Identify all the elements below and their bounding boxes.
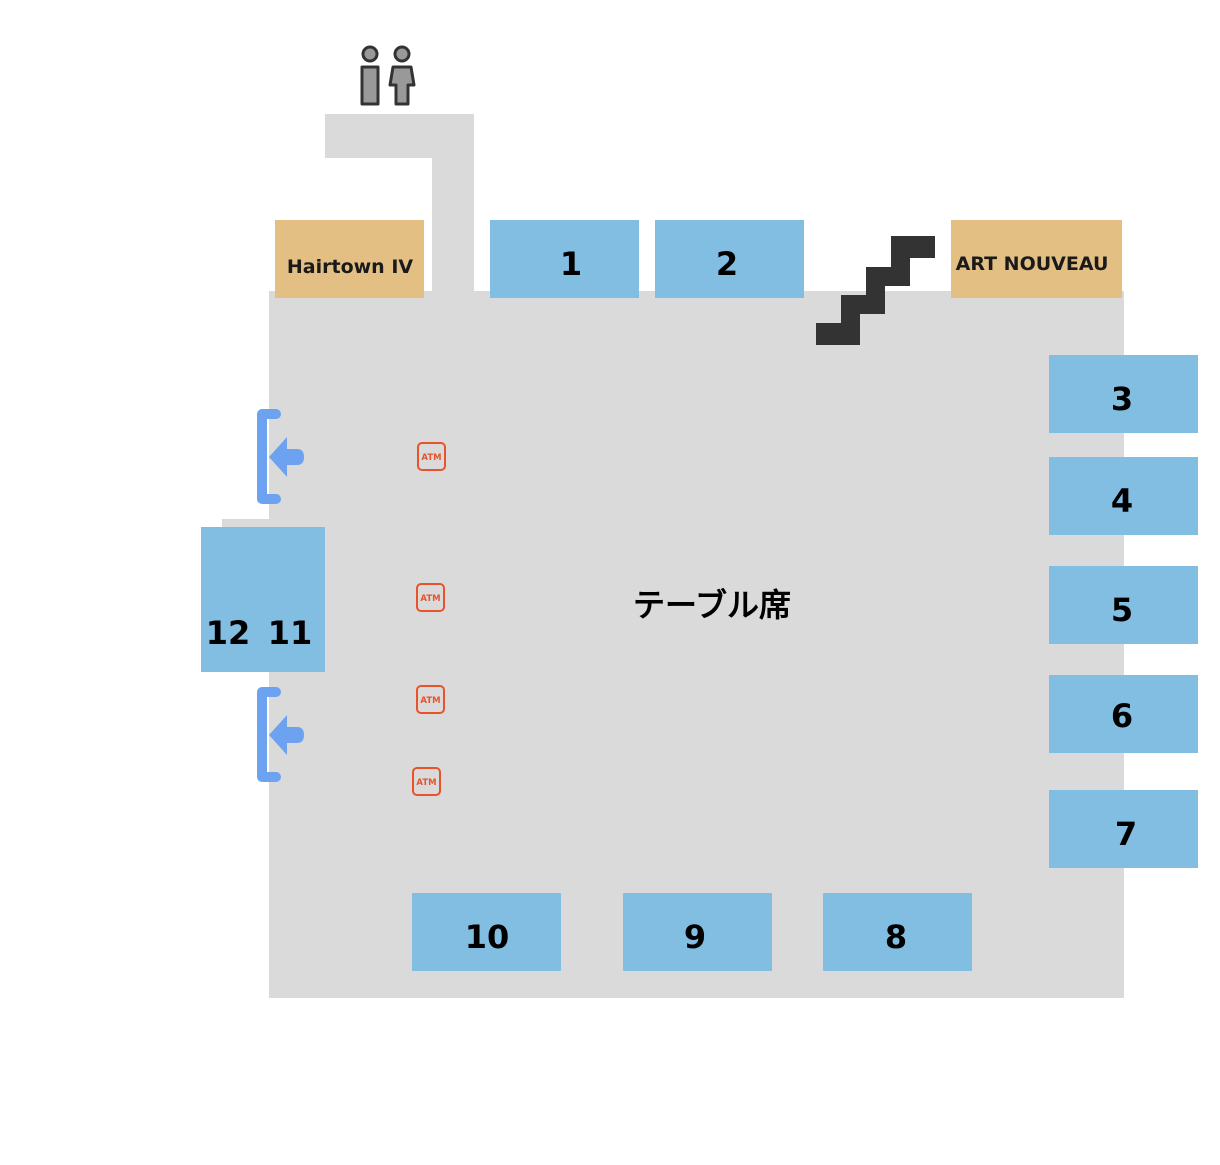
stall-9[interactable]: 9 xyxy=(623,893,772,971)
stall-4-block xyxy=(1049,457,1198,535)
entrance-arrow-head xyxy=(269,437,304,477)
stall-3-block xyxy=(1049,355,1198,433)
stall-10-label: 10 xyxy=(465,918,510,956)
stall-8-label: 8 xyxy=(885,918,907,956)
stall-1-label: 1 xyxy=(560,245,582,283)
stall-7[interactable]: 7 xyxy=(1049,790,1198,868)
stall-2-label: 2 xyxy=(716,245,738,283)
atm-2: ATM xyxy=(416,583,445,612)
stall-1-block xyxy=(490,220,639,298)
atm-label: ATM xyxy=(421,453,441,463)
atm-3: ATM xyxy=(416,685,445,714)
atm-label: ATM xyxy=(420,696,440,706)
stall-2[interactable]: 2 xyxy=(655,220,804,298)
stall-1[interactable]: 1 xyxy=(490,220,639,298)
entrance-upper xyxy=(257,409,304,504)
stall-3-label: 3 xyxy=(1111,380,1133,418)
restroom-icon xyxy=(360,45,416,106)
entrance-arrow-icon xyxy=(257,409,281,504)
stall-11-12-block xyxy=(201,527,325,672)
atm-icon xyxy=(416,583,445,612)
shop-art-nouveau-name: ART NOUVEAU xyxy=(956,253,1109,275)
stairs-icon xyxy=(816,236,935,345)
floor-area xyxy=(222,114,1124,998)
main-floor xyxy=(269,291,1124,998)
entrance-ledge xyxy=(222,519,272,529)
shop-art-nouveau-block xyxy=(951,220,1122,298)
stall-7-label: 7 xyxy=(1115,815,1137,853)
stall-10-block xyxy=(412,893,561,971)
stall-9-label: 9 xyxy=(684,918,706,956)
shop-hairtown-name: Hairtown IV xyxy=(287,256,414,278)
shop-art-nouveau[interactable]: ART NOUVEAU xyxy=(951,220,1122,298)
stall-11-label: 11 xyxy=(268,614,313,652)
stall-6-block xyxy=(1049,675,1198,753)
shop-hairtown-block xyxy=(275,220,424,298)
atm-label: ATM xyxy=(420,594,440,604)
entrance-lower xyxy=(257,687,304,782)
area-label: テーブル席 xyxy=(633,586,791,624)
stall-4-label: 4 xyxy=(1111,482,1133,520)
atm-icon xyxy=(417,442,446,471)
entrance-arrow-icon xyxy=(257,687,281,782)
stall-2-block xyxy=(655,220,804,298)
shop-hairtown[interactable]: Hairtown IV xyxy=(275,220,424,298)
stall-8-block xyxy=(823,893,972,971)
stall-5-block xyxy=(1049,566,1198,644)
atm-4: ATM xyxy=(412,767,441,796)
entrance-arrow-head xyxy=(269,715,304,755)
restroom-corridor-vertical xyxy=(432,114,474,294)
atm-icon xyxy=(412,767,441,796)
atm-1: ATM xyxy=(417,442,446,471)
stall-8[interactable]: 8 xyxy=(823,893,972,971)
stall-6[interactable]: 6 xyxy=(1049,675,1198,753)
atm-icon xyxy=(416,685,445,714)
atm-label: ATM xyxy=(416,778,436,788)
stall-4[interactable]: 4 xyxy=(1049,457,1198,535)
stall-5-label: 5 xyxy=(1111,591,1133,629)
stall-9-block xyxy=(623,893,772,971)
stall-3[interactable]: 3 xyxy=(1049,355,1198,433)
stall-12-label: 12 xyxy=(206,614,251,652)
stall-11-12[interactable]: 12 11 xyxy=(201,527,325,672)
stall-7-block xyxy=(1049,790,1198,868)
stall-5[interactable]: 5 xyxy=(1049,566,1198,644)
stall-6-label: 6 xyxy=(1111,697,1133,735)
stall-10[interactable]: 10 xyxy=(412,893,561,971)
